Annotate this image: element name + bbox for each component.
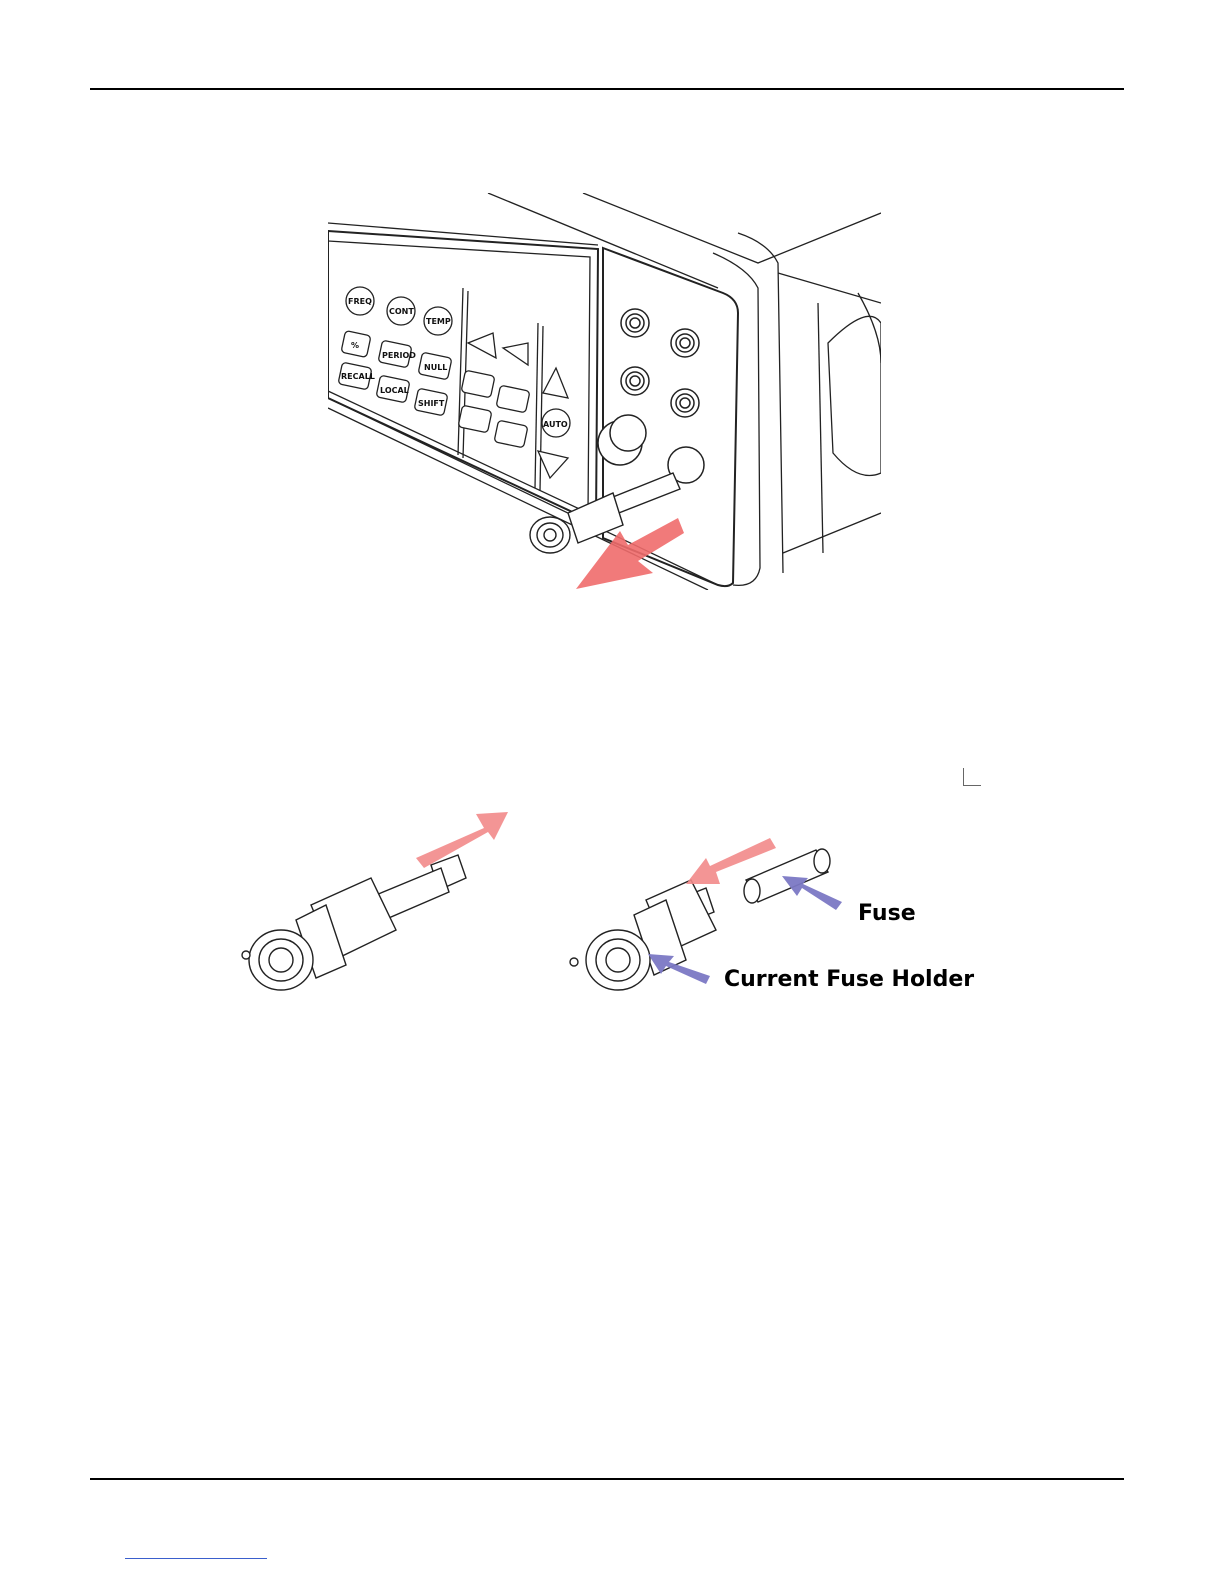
footer-rule <box>90 1478 1124 1480</box>
fuse-holder-left <box>242 855 466 990</box>
key-local: LOCAL <box>380 386 409 395</box>
crop-mark <box>963 768 981 786</box>
figure-front-panel-fuse-removal: FREQ CONT TEMP % PERIOD NULL RECALL LOCA… <box>328 193 881 590</box>
key-temp: TEMP <box>426 317 451 326</box>
key-null: NULL <box>424 363 447 372</box>
key-percent: % <box>351 341 359 350</box>
fuse-pointer <box>782 876 842 910</box>
fuse-label: Fuse <box>858 901 916 926</box>
key-cont: CONT <box>389 307 414 316</box>
key-recall: RECALL <box>341 372 375 381</box>
footer-link-underline[interactable] <box>125 1558 267 1559</box>
key-shift: SHIFT <box>418 399 445 408</box>
remove-arrow <box>416 812 508 868</box>
header-rule <box>90 88 1124 90</box>
key-freq: FREQ <box>348 297 372 306</box>
key-period: PERIOD <box>382 351 416 360</box>
key-auto: AUTO <box>543 420 568 429</box>
figure-fuse-holder-detail: Fuse Current Fuse Holder <box>236 800 986 1010</box>
current-fuse-holder-label: Current Fuse Holder <box>724 967 974 992</box>
